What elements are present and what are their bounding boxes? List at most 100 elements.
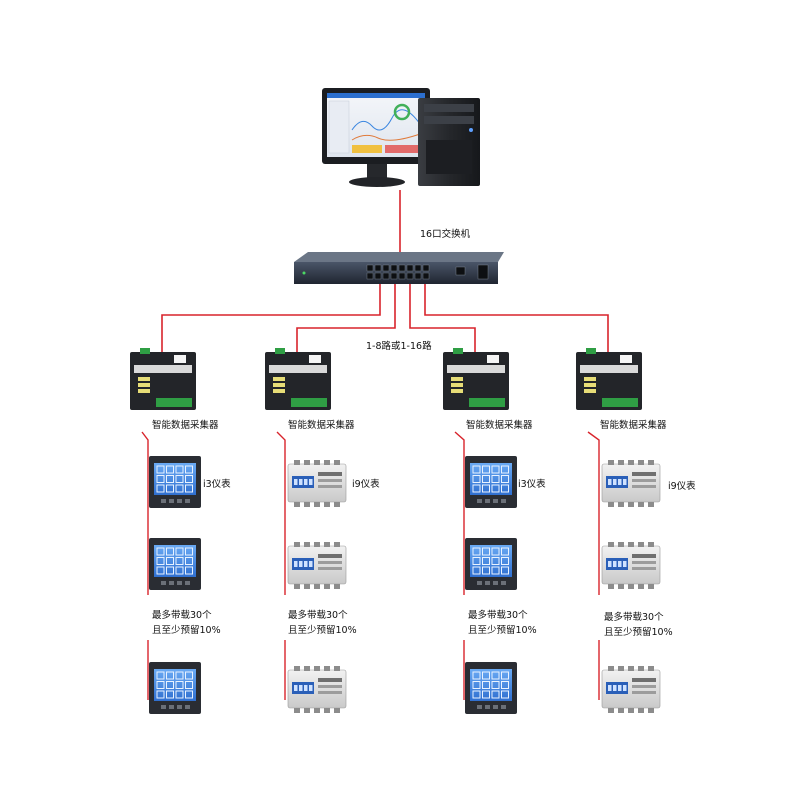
status-led (138, 383, 150, 387)
lcd-digit (156, 547, 165, 556)
lcd-digit (175, 566, 184, 575)
lcd-digit (501, 690, 509, 699)
meter-terminal (304, 542, 310, 547)
lcd-digit (618, 685, 622, 691)
switch-port (366, 272, 374, 280)
meter-label-strip (318, 561, 342, 564)
terminal-block (453, 348, 463, 354)
switch-port (422, 272, 430, 280)
lcd-digit (618, 561, 622, 567)
lcd-digit (156, 690, 165, 699)
lcd-digit (491, 690, 500, 699)
lcd-digit (491, 557, 500, 565)
lcd-digit (491, 566, 500, 575)
switch-port (414, 264, 422, 272)
lcd-digit (482, 465, 490, 474)
din-rail-meter-icon (601, 542, 661, 589)
lcd-digit (175, 671, 184, 680)
load-note-line1: 最多带载30个 (288, 610, 348, 621)
meter-terminal (648, 666, 654, 671)
meter-terminal (324, 460, 330, 465)
lcd-digit (472, 690, 481, 699)
lcd-digit (472, 465, 481, 474)
meter-terminal (334, 460, 340, 465)
meter-bus-lines (141, 431, 600, 700)
meter-type-label: i3仪表 (203, 479, 231, 490)
meter-terminal (628, 542, 634, 547)
lcd-digit (304, 561, 308, 567)
load-note-line2: 且至少预留10% (288, 625, 357, 636)
meter-label-strip (632, 554, 656, 558)
meter-label-strip (318, 472, 342, 476)
meter-terminal (618, 708, 624, 713)
meter-label-strip (318, 554, 342, 558)
meter-label-strip (632, 567, 656, 570)
switch-to-collector-2-link (296, 282, 396, 352)
lcd-digit (185, 681, 193, 689)
meter-lcd (154, 669, 196, 701)
lcd-digit (472, 681, 481, 689)
meter-key (501, 499, 506, 503)
switch-port (398, 272, 406, 280)
collector-nameplate (269, 365, 327, 373)
meter-terminal (324, 502, 330, 507)
logo-badge (487, 355, 499, 363)
lcd-digit (613, 561, 617, 567)
meter-key (177, 581, 182, 585)
load-note-line2: 且至少预留10% (152, 625, 221, 636)
lcd-digit (501, 681, 509, 689)
lcd-digit (491, 465, 500, 474)
logo-badge (174, 355, 186, 363)
switch-port (390, 264, 398, 272)
meter-terminal (314, 542, 320, 547)
meter-key (485, 705, 490, 709)
meter-terminal (294, 502, 300, 507)
load-note-line1: 最多带载30个 (152, 610, 212, 621)
meter-key (501, 705, 506, 709)
din-rail-meter-icon (601, 460, 661, 507)
lcd-digit (294, 685, 298, 691)
meter-label-strip (318, 678, 342, 682)
lcd-digit (156, 484, 165, 493)
lcd-digit (608, 479, 612, 485)
meter-terminal (618, 666, 624, 671)
meter-terminal (294, 666, 300, 671)
status-led (138, 389, 150, 393)
panel-meter-icon (149, 662, 201, 714)
lcd-digit (185, 465, 193, 474)
meter-key (161, 499, 166, 503)
meter-key (169, 705, 174, 709)
meter-terminal (334, 584, 340, 589)
din-rail-meter-icon (601, 666, 661, 713)
meter-terminal (628, 460, 634, 465)
load-note-line2: 且至少预留10% (468, 625, 537, 636)
lcd-digit (491, 547, 500, 556)
meter-terminal (618, 502, 624, 507)
meter-terminal (638, 584, 644, 589)
lcd-digit (472, 484, 481, 493)
meter-label-strip (632, 479, 656, 482)
meter-terminal (628, 584, 634, 589)
load-note: 最多带载30个 且至少预留10% (152, 608, 221, 638)
status-led (451, 389, 463, 393)
lcd-digit (166, 475, 174, 483)
meter-label-strip (318, 685, 342, 688)
lcd-digit (185, 690, 193, 699)
lcd-digit (472, 671, 481, 680)
lcd-digit (166, 671, 174, 680)
lcd-digit (482, 547, 490, 556)
lcd-digit (299, 561, 303, 567)
meter-terminal (324, 584, 330, 589)
lcd-digit (166, 465, 174, 474)
panel-meter-icon (149, 538, 201, 590)
switch-port (390, 272, 398, 280)
terminal-block (469, 398, 505, 407)
meter-terminal (294, 584, 300, 589)
meter-terminal (324, 542, 330, 547)
status-led (273, 383, 285, 387)
lcd-digit (294, 479, 298, 485)
lcd-digit (175, 681, 184, 689)
load-note: 最多带载30个 且至少预留10% (288, 608, 357, 638)
lcd-digit (472, 475, 481, 483)
lcd-digit (618, 479, 622, 485)
